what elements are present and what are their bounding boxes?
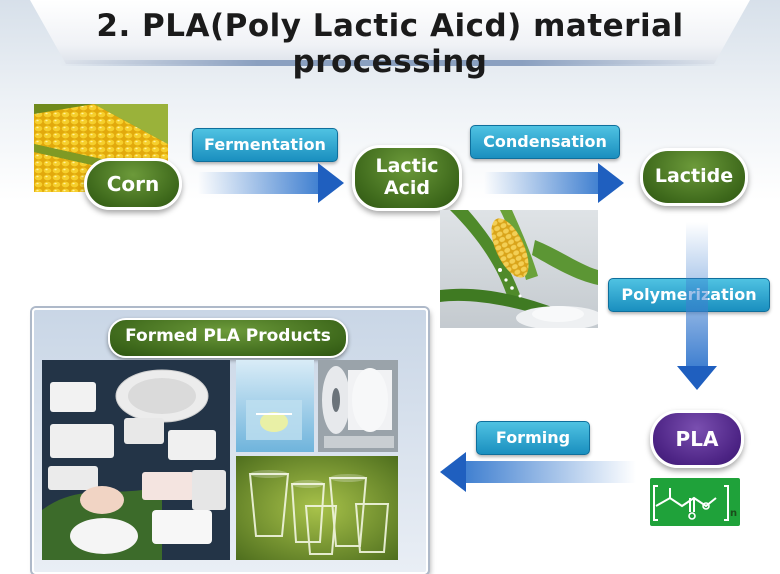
plastic-cups-photo xyxy=(236,456,398,560)
stage-lactide: Lactide xyxy=(640,148,748,206)
arrow-condensation xyxy=(484,163,624,203)
formula-subscript: n xyxy=(730,508,738,519)
stage-lactic-acid: Lactic Acid xyxy=(352,145,462,211)
page-title: 2. PLA(Poly Lactic Aicd) material proces… xyxy=(96,8,684,80)
step-forming: Forming xyxy=(476,421,590,455)
fiber-spools-photo xyxy=(318,360,398,452)
title-underline xyxy=(60,60,720,66)
arrow-fermentation xyxy=(198,163,344,203)
stage-pla-label: PLA xyxy=(675,426,719,451)
stage-lactic-acid-line2: Acid xyxy=(383,177,431,199)
stage-lactide-label: Lactide xyxy=(654,165,734,188)
stage-corn-label: Corn xyxy=(106,171,160,196)
tableware-photo xyxy=(42,360,230,560)
corn-pellets-photo xyxy=(440,210,598,328)
step-condensation: Condensation xyxy=(470,125,620,159)
film-photo xyxy=(236,360,314,452)
arrow-polymerization xyxy=(677,222,717,390)
step-fermentation: Fermentation xyxy=(192,128,338,162)
stage-lactic-acid-line1: Lactic xyxy=(375,155,439,178)
title-banner xyxy=(30,0,750,64)
stage-pla: PLA xyxy=(650,410,744,468)
stage-corn: Corn xyxy=(84,158,182,210)
products-panel-title: Formed PLA Products xyxy=(108,318,348,358)
pla-formula: n xyxy=(650,478,740,526)
pla-structure-icon xyxy=(653,485,729,521)
